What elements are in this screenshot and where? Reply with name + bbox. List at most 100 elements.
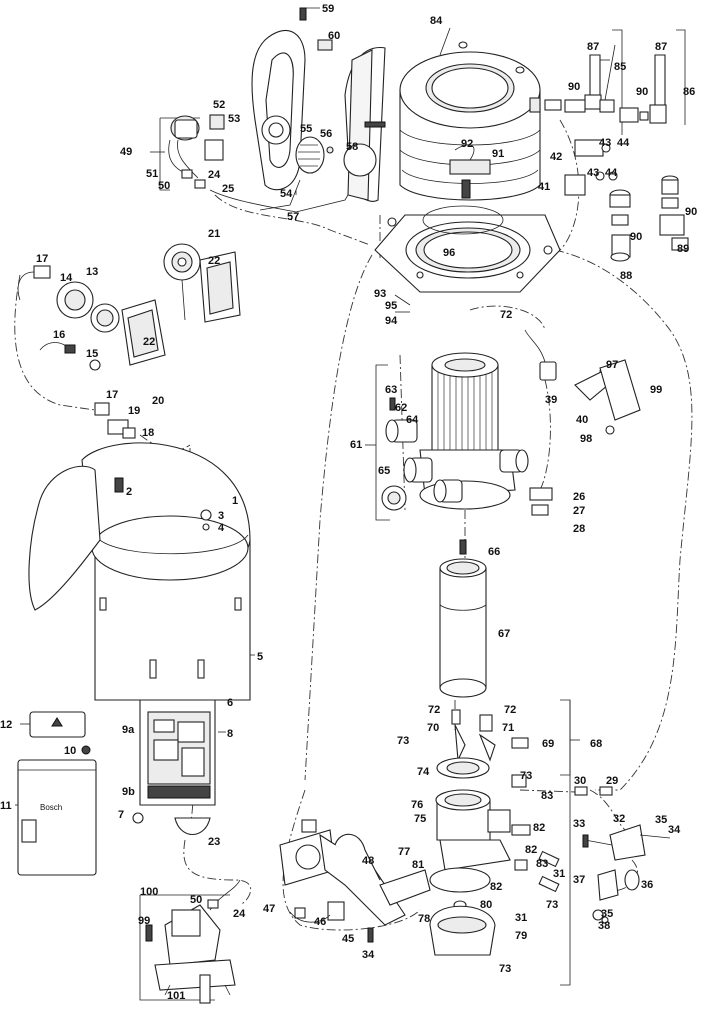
bracket-53 (204, 139, 224, 161)
air-duct-48 (279, 819, 431, 943)
callout-86: 86 (683, 86, 695, 98)
callout-15: 15 (86, 348, 98, 360)
callout-90d: 90 (630, 231, 642, 243)
callout-18: 18 (142, 427, 154, 439)
nut-56 (326, 146, 334, 154)
callout-84: 84 (430, 15, 443, 27)
ignition-assembly-13-22 (17, 243, 241, 475)
callout-3: 3 (218, 510, 224, 522)
base-plate-96 (374, 205, 561, 293)
callout-67: 67 (498, 628, 510, 640)
callout-14: 14 (60, 272, 73, 284)
callout-64: 64 (406, 414, 419, 426)
bracket-45 (327, 901, 345, 921)
callout-1: 1 (232, 495, 238, 507)
callout-78: 78 (418, 913, 430, 925)
callout-29: 29 (606, 775, 618, 787)
clip-60 (317, 39, 333, 51)
callout-79: 79 (515, 930, 527, 942)
callout-51: 51 (146, 168, 158, 180)
connector-50 (181, 169, 193, 179)
callout-23: 23 (208, 836, 220, 848)
callout-44b: 44 (605, 167, 618, 179)
callout-72b: 72 (428, 704, 440, 716)
callout-22b: 22 (143, 336, 155, 348)
callout-98: 98 (580, 433, 592, 445)
callout-11: 11 (0, 800, 12, 812)
callout-72c: 72 (504, 704, 516, 716)
callout-35a: 35 (655, 814, 667, 826)
callout-16: 16 (53, 329, 65, 341)
callout-63: 63 (385, 384, 397, 396)
callout-27: 27 (573, 505, 585, 517)
callout-10: 10 (64, 745, 76, 757)
callout-72a: 72 (500, 309, 512, 321)
bracket-52 (209, 114, 225, 130)
callout-35b: 35 (601, 908, 613, 920)
callout-48: 48 (362, 855, 374, 867)
callout-66: 66 (488, 546, 500, 558)
callout-93: 93 (374, 288, 386, 300)
callout-73b: 73 (520, 770, 532, 782)
callout-99a: 99 (650, 384, 662, 396)
callout-95: 95 (385, 300, 397, 312)
connector-29 (599, 786, 613, 796)
callout-26: 26 (573, 491, 585, 503)
clip-26 (529, 487, 553, 501)
callout-88: 88 (620, 270, 632, 282)
callout-80: 80 (480, 899, 492, 911)
bracket-37 (597, 869, 619, 901)
burner-assembly-68 (429, 709, 613, 956)
callout-69: 69 (542, 738, 554, 750)
callout-43a: 43 (599, 137, 611, 149)
combustion-chamber-84 (399, 41, 541, 201)
callout-38: 38 (598, 920, 610, 932)
callout-82b: 82 (525, 844, 537, 856)
callout-90a: 90 (568, 81, 580, 93)
callout-19: 19 (128, 405, 140, 417)
callout-34a: 34 (668, 824, 681, 836)
front-panel-11-12: Bosch (17, 711, 97, 876)
callout-9a: 9a (122, 724, 135, 736)
callout-92: 92 (461, 138, 473, 150)
gasket-81 (379, 869, 431, 906)
callout-74: 74 (417, 766, 430, 778)
callout-5: 5 (257, 651, 263, 663)
callout-60: 60 (328, 30, 340, 42)
callout-46: 46 (314, 916, 326, 928)
panel-11 (17, 759, 97, 876)
callout-43b: 43 (587, 167, 599, 179)
brand-logo-text: Bosch (40, 803, 62, 812)
valve-unit-100 (145, 879, 241, 1004)
callout-73c: 73 (546, 899, 558, 911)
callout-82a: 82 (533, 822, 545, 834)
callout-87b: 87 (655, 41, 667, 53)
callout-58: 58 (346, 141, 358, 153)
sensor-36 (624, 869, 640, 891)
callout-39: 39 (545, 394, 557, 406)
screw-58 (364, 121, 386, 128)
callout-30: 30 (574, 775, 586, 787)
callout-90b: 90 (636, 86, 648, 98)
callout-59: 59 (322, 3, 334, 15)
callout-76: 76 (411, 799, 423, 811)
callout-9b: 9b (122, 786, 135, 798)
callout-94: 94 (385, 315, 398, 327)
callout-45: 45 (342, 933, 354, 945)
heat-exchanger-fins (437, 368, 493, 452)
callout-7: 7 (118, 809, 124, 821)
callout-56: 56 (320, 128, 332, 140)
clip-47 (294, 907, 306, 919)
callout-50b: 50 (190, 894, 202, 906)
pin-62 (389, 397, 396, 411)
connector-30 (574, 786, 588, 796)
callout-71: 71 (502, 722, 514, 734)
callout-32: 32 (613, 813, 625, 825)
callout-17a: 17 (36, 253, 48, 265)
callout-53: 53 (228, 113, 240, 125)
flue-tube-67 (439, 539, 487, 698)
callout-37: 37 (573, 874, 585, 886)
callout-57: 57 (287, 211, 299, 223)
part-101 (199, 974, 211, 1004)
